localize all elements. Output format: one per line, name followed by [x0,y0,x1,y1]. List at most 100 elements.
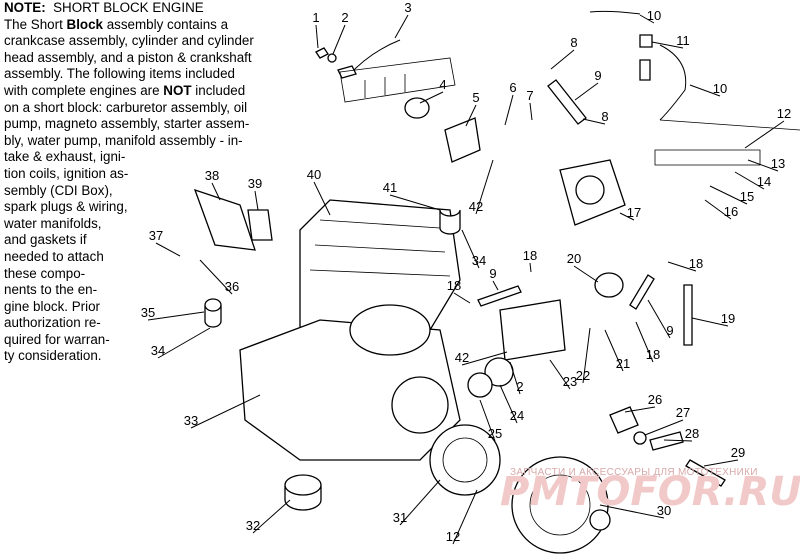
starter-motor [349,304,431,356]
callout-c41: 41 [383,180,397,195]
nut-1 [315,47,329,59]
leader-c29 [703,459,739,467]
callout-c17: 17 [627,205,641,220]
callout-c2b: 2 [516,379,523,394]
callout-c30: 30 [657,503,671,518]
callout-c10a: 10 [647,8,661,23]
note-line: authorization re- [4,315,101,331]
callout-c8a: 8 [570,35,577,50]
sleeve-41 [439,209,461,235]
washer-2 [327,53,337,63]
leader-c4 [419,91,444,104]
damper-26 [609,406,639,434]
tube-9-mid [477,285,522,307]
note-line: head assembly, and a piston & crankshaft [4,49,252,65]
tube-9 [547,79,587,125]
note-line: these compo- [4,265,86,281]
leader-c10b [689,84,721,97]
magneto-boss [391,376,449,434]
leader-c39 [254,190,259,211]
bolt-29 [685,459,726,487]
callout-c25: 25 [488,426,502,441]
leader-c7 [529,102,533,121]
note-line: pump, magneto assembly, starter assem- [4,116,250,132]
note-text-block: NOTE: SHORT BLOCK ENGINE The Short Block… [4,0,296,365]
ring-25 [467,372,493,398]
watermark-caption: ЗАПЧАСТИ И АКСЕССУАРЫ ДЛЯ МОТОТЕХНИКИ [510,467,758,478]
leader-c28 [663,439,693,442]
note-line: and gaskets if [4,232,87,248]
callout-c8b: 8 [601,109,608,124]
note-line: gine block. Prior [4,298,101,314]
callout-c4: 4 [439,77,446,92]
leader-c32 [252,499,291,534]
note-line: quired for warran- [4,331,110,347]
callout-c28: 28 [685,426,699,441]
callout-c14: 14 [757,174,771,189]
cap-32 [284,474,322,511]
callout-c40: 40 [307,167,321,182]
leader-c8b [582,118,606,125]
leader-c34b [157,327,211,359]
leader-c35 [147,311,205,321]
bracket-slots [364,74,406,98]
bracket-14 [654,149,761,166]
leader-lines [147,14,785,545]
engine-line-drawing [193,10,800,554]
callout-c18c: 18 [689,256,703,271]
clutch-hub [589,509,611,531]
callout-c13: 13 [771,156,785,171]
tube-19 [683,284,693,346]
leader-c27 [644,419,684,436]
hatch-line [659,119,800,131]
callout-c29: 29 [731,445,745,460]
leader-c31 [399,479,441,526]
callout-c42a: 42 [469,199,483,214]
leader-c19 [691,317,729,327]
washer-27 [633,431,647,445]
callout-c42b: 42 [455,350,469,365]
callout-c20: 20 [567,251,581,266]
leader-c15 [709,185,748,205]
leader-c3 [394,14,409,39]
callout-c22: 22 [576,368,590,383]
fitting-11 [639,34,653,48]
leader-c8a [550,49,575,70]
carb-bore [575,175,605,205]
callout-c39: 39 [248,176,262,191]
leader-c1 [315,24,319,49]
callout-c23: 23 [563,374,577,389]
spring-28 [649,431,684,451]
cover-31 [429,424,501,496]
leader-c30 [599,504,665,519]
leader-c17 [619,212,635,221]
note-line: bly, water pump, manifold assembly - in- [4,132,243,148]
callout-c36: 36 [225,279,239,294]
callout-c31: 31 [393,510,407,525]
callout-c37: 37 [149,228,163,243]
note-line: water manifolds, [4,215,102,231]
bracket-23 [499,299,566,361]
callout-c2: 2 [341,10,348,25]
leader-c12a [744,120,785,149]
head-fins [309,219,451,277]
callout-c27: 27 [676,405,690,420]
callout-c24: 24 [510,408,524,423]
note-line: The Short Block assembly contains a [4,16,229,32]
callout-c21: 21 [616,356,630,371]
callout-c12b: 12 [446,529,460,544]
leader-c9a [574,82,599,101]
leader-c25 [479,399,496,442]
note-line: assembly. The following items included [4,66,235,82]
callout-c6: 6 [509,80,516,95]
leader-c18b [453,292,471,304]
callout-c33: 33 [184,413,198,428]
leader-c40 [313,181,331,216]
leader-c22 [582,327,591,384]
callout-c16: 16 [724,204,738,219]
leader-c13 [747,159,779,172]
note-line: spark plugs & wiring, [4,199,128,215]
callout-c9c: 9 [666,323,673,338]
